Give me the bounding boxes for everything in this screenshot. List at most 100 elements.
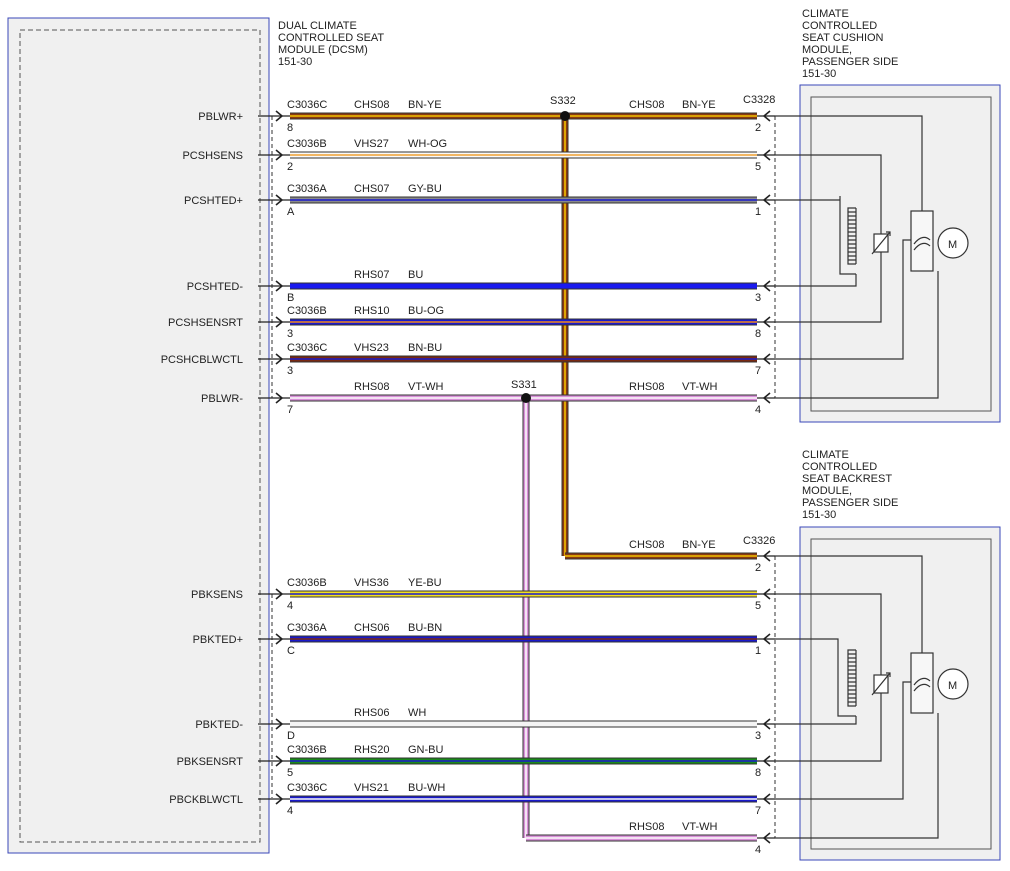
branch-bn-ye-pin-label: 2 [755,562,761,574]
left-pin-label-11: 4 [287,805,293,817]
left-pin-label-0: 8 [287,122,293,134]
backrest-thermistor-icon [871,672,891,696]
right-pin-label-8: 1 [755,645,761,657]
left-pin-label-6: 7 [287,404,293,416]
backrest-title-5: PASSENGER SIDE [802,497,898,509]
signal-label-1: PCSHSENS [182,150,243,162]
branch-bn-ye-color-label: BN-YE [682,539,716,551]
circuit-label-5: VHS23 [354,342,389,354]
backrest-title-1: CLIMATE [802,449,849,461]
dcsm-title-1: DUAL CLIMATE [278,20,357,32]
signal-label-5: PCSHCBLWCTL [161,354,243,366]
color-code-label-2: GY-BU [408,183,442,195]
right-arrow-icon-9 [762,718,771,730]
splice-s331-dot [521,393,531,403]
color-code-label-5: BN-BU [408,342,442,354]
right-pin-label-9: 3 [755,730,761,742]
dcsm-module-box [7,17,270,854]
left-arrow-icon-0 [275,110,284,122]
cushion-motor-label: M [948,239,957,251]
right-pin-label-1: 5 [755,161,761,173]
backrest-title-2: CONTROLLED [802,461,877,473]
connector-label-4: C3036B [287,305,327,317]
connector-label-5: C3036C [287,342,327,354]
signal-label-7: PBKSENS [191,589,243,601]
backrest-heater-element [837,640,857,717]
backrest-title-6: 151-30 [802,509,836,521]
branch-bn-ye-arrow-icon [762,550,771,562]
signal-label-8: PBKTED+ [193,634,243,646]
cushion-blower-motor-icon [910,210,969,272]
signal-label-11: PBCKBLWCTL [169,794,243,806]
left-pin-label-3: B [287,292,294,304]
left-arrow-icon-2 [275,194,284,206]
right-arrow-icon-1 [762,149,771,161]
cushion-title-1: CLIMATE [802,8,849,20]
right-pin-label-2: 1 [755,206,761,218]
connector-label-7: C3036B [287,577,327,589]
right-arrow-icon-2 [762,194,771,206]
backrest-motor-feed-wire [775,555,923,653]
branch-vt-wh-circuit-label: RHS08 [629,821,664,833]
cushion-title-2: CONTROLLED [802,20,877,32]
cushion-title-5: PASSENGER SIDE [802,56,898,68]
branch-vt-wh-arrow-icon [762,832,771,844]
right-arrow-icon-6 [762,392,771,404]
connector-label-1: C3036B [287,138,327,150]
left-pin-label-9: D [287,730,295,742]
left-arrow-icon-9 [275,718,284,730]
dcsm-module-inner [19,29,261,843]
circuit-label-4: RHS10 [354,305,389,317]
cushion-thermistor-icon [871,231,891,255]
right-pin-label-3: 3 [755,292,761,304]
left-pin-label-1: 2 [287,161,293,173]
connector-label-2: C3036A [287,183,327,195]
circuit-label-10: RHS20 [354,744,389,756]
left-arrow-icon-11 [275,793,284,805]
color-code-label-9: WH [408,707,426,719]
left-arrow-icon-6 [275,392,284,404]
left-pin-label-4: 3 [287,328,293,340]
color-code-label-3: BU [408,269,423,281]
right-arrow-icon-0 [762,110,771,122]
left-arrow-icon-7 [275,588,284,600]
branch-vt-wh-pin-label: 4 [755,844,761,856]
left-pin-label-5: 3 [287,365,293,377]
circuit-label-7: VHS36 [354,577,389,589]
left-arrow-icon-10 [275,755,284,767]
signal-label-6: PBLWR- [201,393,243,405]
circuit-label-2: CHS07 [354,183,389,195]
circuit-label-0: CHS08 [354,99,389,111]
right-circuit-label-6: RHS08 [629,381,664,393]
color-code-label-7: YE-BU [408,577,442,589]
cushion-title-3: SEAT CUSHION [802,32,884,44]
wire-layer [258,110,923,844]
branch-bn-ye-circuit-label: CHS08 [629,539,664,551]
circuit-label-9: RHS06 [354,707,389,719]
branch-vt-wh-color-label: VT-WH [682,821,717,833]
backrest-title-3: SEAT BACKREST [802,473,892,485]
circuit-label-1: VHS27 [354,138,389,150]
backrest-blower-motor-icon [910,652,969,714]
right-pin-label-6: 4 [755,404,761,416]
signal-label-9: PBKTED- [195,719,243,731]
right-pin-label-5: 7 [755,365,761,377]
circuit-label-11: VHS21 [354,782,389,794]
left-pin-label-8: C [287,645,295,657]
left-arrow-icon-8 [275,633,284,645]
right-pin-label-10: 8 [755,767,761,779]
right-arrow-icon-5 [762,353,771,365]
connector-label-11: C3036C [287,782,327,794]
color-code-label-0: BN-YE [408,99,442,111]
cushion-internal-wiring [775,115,939,399]
signal-label-4: PCSHSENSRT [168,317,243,329]
left-pin-label-10: 5 [287,767,293,779]
connector-label-10: C3036B [287,744,327,756]
connector-label-8: C3036A [287,622,327,634]
cushion-title-6: 151-30 [802,68,836,80]
right-arrow-icon-4 [762,316,771,328]
right-pin-label-4: 8 [755,328,761,340]
color-code-label-8: BU-BN [408,622,442,634]
